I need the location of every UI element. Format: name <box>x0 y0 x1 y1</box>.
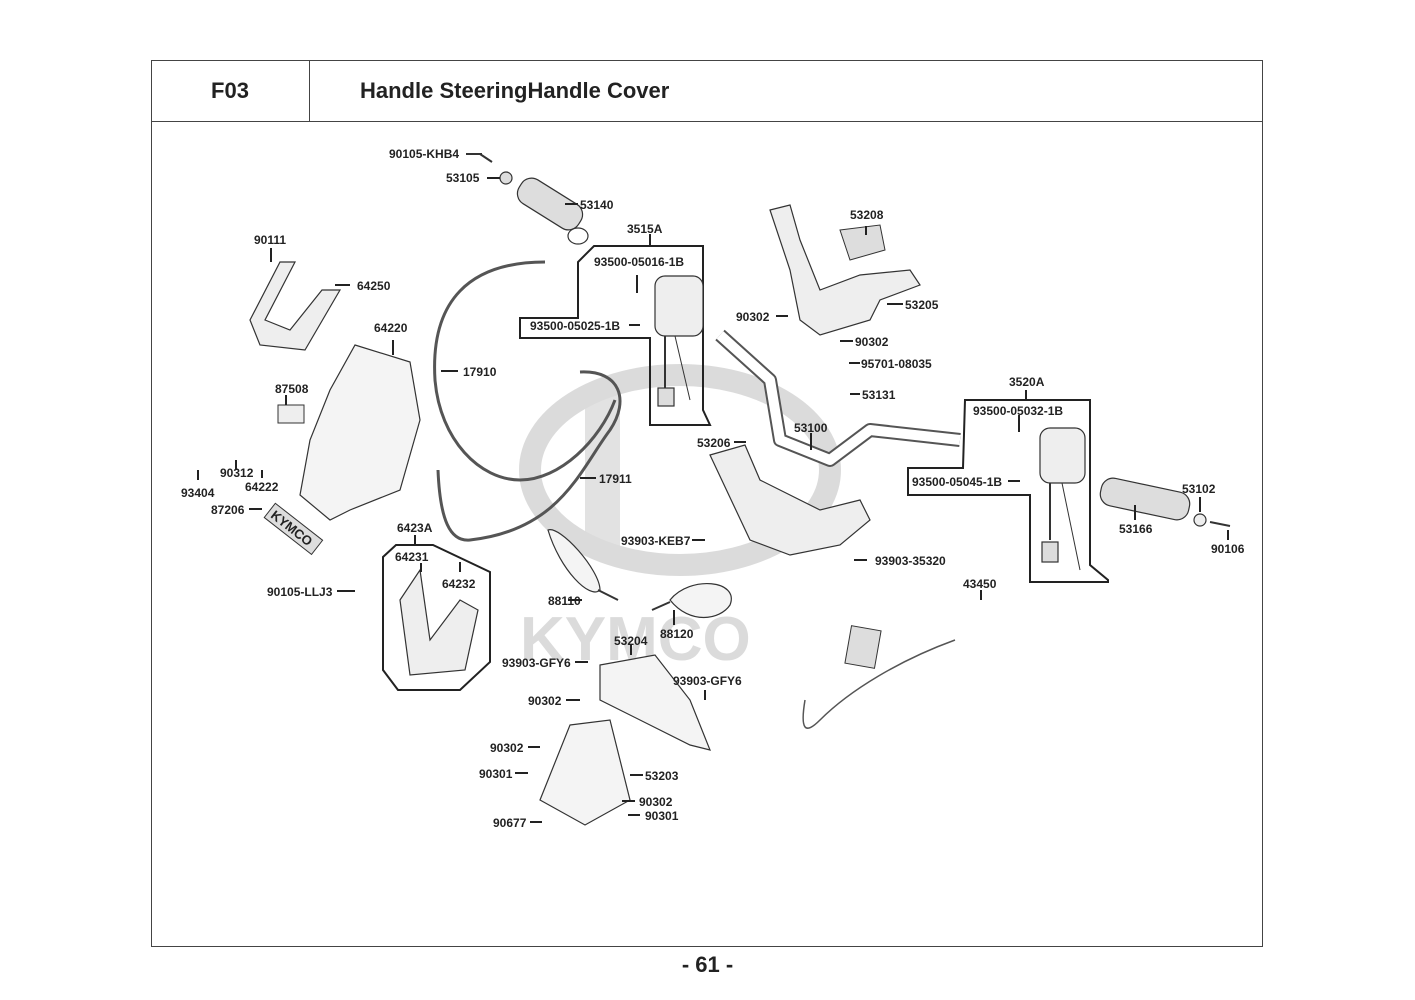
windscreen-illustration <box>299 344 421 521</box>
cable-43450-illustration <box>802 639 956 729</box>
part-label-90677: 90677 <box>493 816 527 830</box>
mirror-right-illustration <box>669 582 732 618</box>
part-label-93500-05016-1b: 93500-05016-1B <box>594 255 685 269</box>
part-label-53206: 53206 <box>697 436 731 450</box>
switch-panel-illustration <box>844 625 882 669</box>
part-label-53131: 53131 <box>862 388 896 402</box>
right-switch-illustration <box>1039 427 1086 571</box>
section-code: F03 <box>151 60 310 122</box>
group-box-3515a <box>519 245 712 426</box>
group-box-3520a <box>907 399 1109 583</box>
part-label-93903-gfy6-left: 93903-GFY6 <box>502 656 571 670</box>
part-label-64220: 64220 <box>374 321 408 335</box>
part-label-53140: 53140 <box>580 198 614 212</box>
part-label-64222: 64222 <box>245 480 279 494</box>
part-label-64250: 64250 <box>357 279 391 293</box>
panel-53204-illustration <box>599 654 711 751</box>
part-label-90105-khb4: 90105-KHB4 <box>389 147 460 161</box>
diagram-frame <box>151 60 1263 947</box>
cover-53208-illustration <box>839 224 886 261</box>
part-label-64232: 64232 <box>442 577 476 591</box>
part-label-90301-right: 90301 <box>645 809 679 823</box>
part-label-17911: 17911 <box>599 472 632 486</box>
right-grip-illustration <box>1099 477 1231 527</box>
panel-53203-illustration <box>539 719 631 826</box>
part-label-90111: 90111 <box>254 233 287 247</box>
part-label-53105: 53105 <box>446 171 480 185</box>
part-label-90312: 90312 <box>220 466 254 480</box>
kymco-watermark-logo: KYMCO <box>519 364 841 674</box>
part-label-17910: 17910 <box>463 365 497 379</box>
part-label-53166: 53166 <box>1119 522 1153 536</box>
part-label-53203: 53203 <box>645 769 679 783</box>
lower-handle-cover-illustration <box>709 444 871 556</box>
group-label-3520a: 3520A <box>1009 375 1045 389</box>
throttle-cable-17910 <box>433 260 617 482</box>
group-label-6423a: 6423A <box>397 521 433 535</box>
label-87508-illustration <box>277 404 305 424</box>
part-label-90302-upper-left: 90302 <box>736 310 770 324</box>
part-label-43450: 43450 <box>963 577 997 591</box>
left-switch-illustration <box>654 275 704 407</box>
part-label-64231: 64231 <box>395 550 429 564</box>
part-label-93500-05032-1b: 93500-05032-1B <box>973 404 1064 418</box>
svg-text:KYMCO: KYMCO <box>268 507 315 549</box>
part-label-93903-gfy6-right: 93903-GFY6 <box>673 674 742 688</box>
part-label-53204: 53204 <box>614 634 648 648</box>
page-title: Handle SteeringHandle Cover <box>310 60 1263 122</box>
windscreen-bracket-illustration <box>249 261 342 351</box>
part-label-90302-upper-right: 90302 <box>855 335 889 349</box>
part-label-93903-keb7: 93903-KEB7 <box>621 534 691 548</box>
part-label-87206: 87206 <box>211 503 245 517</box>
group-box-6423a <box>382 544 491 691</box>
part-label-53102: 53102 <box>1182 482 1216 496</box>
part-label-88110: 88110 <box>548 594 581 608</box>
leader-lines <box>197 177 1229 823</box>
part-label-53208: 53208 <box>850 208 884 222</box>
part-label-95701-08035: 95701-08035 <box>861 357 932 371</box>
part-label-93500-05045-1b: 93500-05045-1B <box>912 475 1003 489</box>
group-label-3515a: 3515A <box>627 222 663 236</box>
throttle-cable-17911 <box>436 370 622 542</box>
part-label-90105-llj3: 90105-LLJ3 <box>267 585 333 599</box>
kymco-decal-87206: KYMCO <box>263 502 324 556</box>
part-label-90302-mid: 90302 <box>528 694 562 708</box>
part-label-93404: 93404 <box>181 486 215 500</box>
part-label-90301-left: 90301 <box>479 767 513 781</box>
page-number: - 61 - <box>681 952 734 977</box>
part-label-93903-35320: 93903-35320 <box>875 554 946 568</box>
part-label-88120: 88120 <box>660 627 694 641</box>
part-label-90302-lower-left: 90302 <box>490 741 524 755</box>
upper-handle-cover-illustration <box>769 204 921 336</box>
throttle-grip-illustration <box>466 153 589 245</box>
part-label-87508: 87508 <box>275 382 309 396</box>
part-label-93500-05025-1b: 93500-05025-1B <box>530 319 621 333</box>
part-label-53100: 53100 <box>794 421 828 435</box>
part-label-53205: 53205 <box>905 298 939 312</box>
part-label-90302-lower-right: 90302 <box>639 795 673 809</box>
inner-bracket-illustration <box>399 568 479 676</box>
part-label-90106: 90106 <box>1211 542 1245 556</box>
